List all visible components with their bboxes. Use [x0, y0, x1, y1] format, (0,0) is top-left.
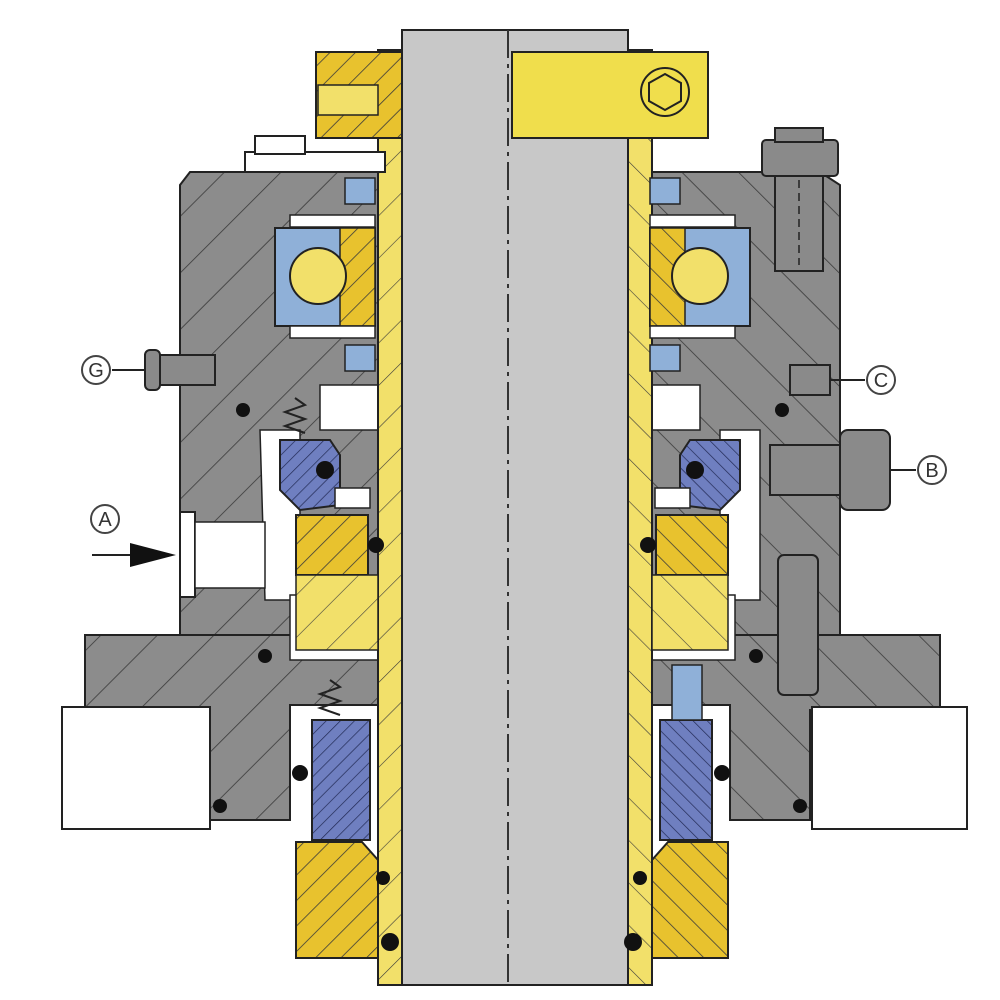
inlet-arrow-icon: [130, 543, 176, 567]
o-ring-group: [213, 403, 807, 951]
bearing-left: [274, 177, 376, 372]
callout-b-label: B: [925, 460, 938, 482]
stationary-face-upper-right: [654, 439, 741, 512]
port-b-fitting: [769, 429, 891, 511]
stationary-face-lower-left: [311, 719, 371, 841]
seal-ring-lower-right: [651, 841, 729, 959]
gland-bolt: [761, 127, 839, 272]
callout-b: B: [890, 455, 947, 485]
port-c-fitting: [789, 364, 831, 396]
stationary-face-lower-right: [659, 664, 713, 841]
callout-a: A: [90, 504, 176, 567]
bearing-right: [649, 177, 751, 372]
callout-c-label: C: [874, 370, 888, 392]
drive-collar: [315, 51, 709, 139]
set-screw-hex-icon: [640, 67, 690, 117]
rotary-face-upper-right: [651, 514, 729, 651]
spring-icon: [281, 397, 344, 716]
callout-a-label: A: [98, 509, 112, 531]
stationary-face-upper-left: [279, 439, 371, 512]
callout-c: C: [830, 365, 896, 395]
callout-g-label: G: [88, 360, 104, 382]
equipment-wall: [61, 706, 968, 830]
drain-plug: [777, 554, 819, 696]
rotary-face-upper-left: [295, 514, 379, 651]
shaft-sleeve: [377, 49, 653, 986]
shaft: [401, 29, 629, 986]
port-a-opening: [179, 511, 266, 598]
seal-ring-lower-left: [295, 841, 379, 959]
gland-plate: [244, 135, 386, 173]
callout-g: G: [81, 355, 145, 385]
port-g-fitting: [144, 349, 216, 391]
